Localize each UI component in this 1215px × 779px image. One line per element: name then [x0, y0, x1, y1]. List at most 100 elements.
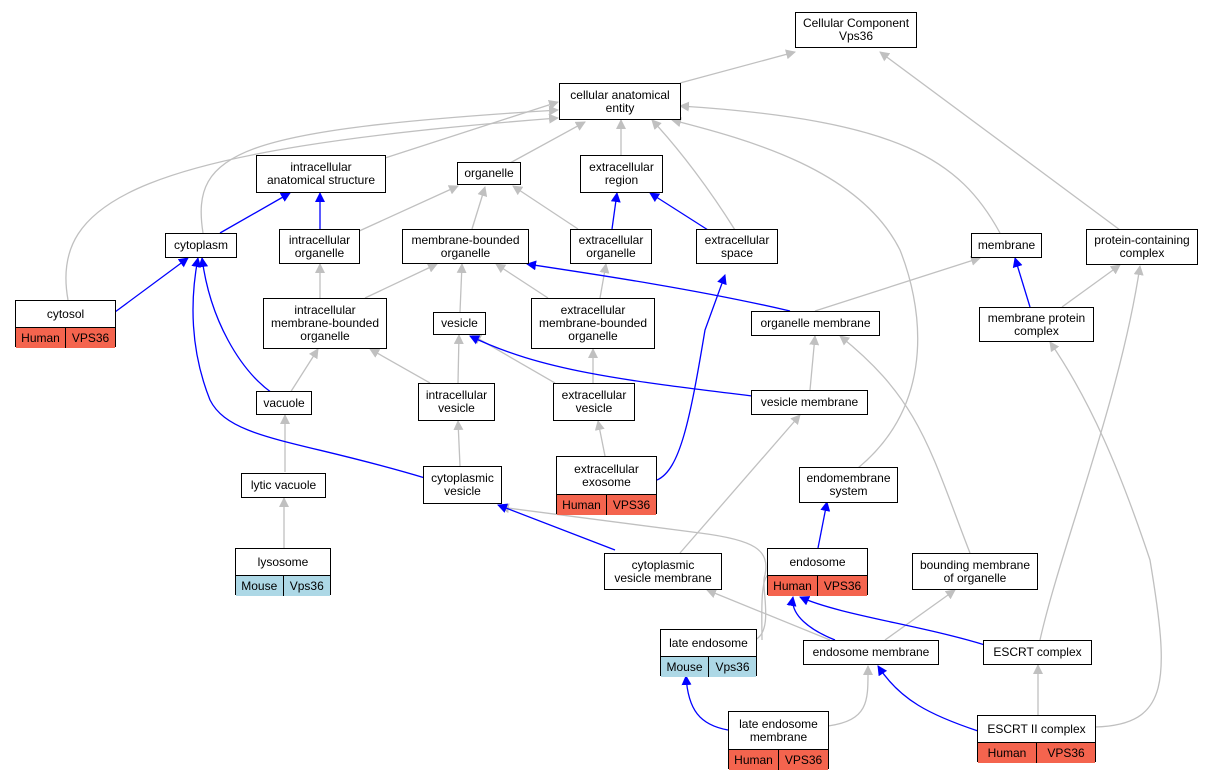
node-label: vesicle membrane: [760, 395, 859, 409]
annotation-gene: VPS36: [65, 328, 115, 348]
node-escrt[interactable]: ESCRT complex: [983, 640, 1092, 665]
node-pcc[interactable]: protein-containing complex: [1086, 229, 1198, 265]
edge-pcc-root: [879, 51, 1121, 231]
annotation-species: Mouse: [236, 576, 283, 596]
node-label: lysosome: [257, 554, 309, 569]
node-io[interactable]: intracellular organelle: [279, 229, 360, 264]
node-label: cytosol: [46, 306, 85, 321]
edge-om-mbo: [526, 260, 791, 312]
edge-cv-cytoplasm: [191, 257, 426, 479]
node-label: bounding membrane of organelle: [919, 557, 1031, 585]
edge-es-cae: [651, 119, 736, 231]
node-vm[interactable]: vesicle membrane: [751, 390, 868, 415]
node-label: extracellular organelle: [578, 232, 644, 260]
node-root[interactable]: Cellular Component Vps36: [795, 12, 917, 48]
node-label: late endosome: [669, 635, 748, 650]
node-label: membrane protein complex: [987, 310, 1086, 338]
node-organelle[interactable]: organelle: [457, 162, 521, 185]
node-eo[interactable]: extracellular organelle: [570, 229, 652, 264]
node-vesicle[interactable]: vesicle: [433, 312, 486, 335]
edge-cvm-cv: [497, 503, 616, 551]
edge-escrt2-mpc: [1049, 341, 1162, 728]
annotation-species: Human: [978, 743, 1036, 763]
node-bmo[interactable]: bounding membrane of organelle: [912, 553, 1038, 590]
node-label: organelle: [464, 166, 514, 180]
node-label: intracellular anatomical structure: [266, 160, 376, 187]
annotation-gene: Vps36: [282, 576, 330, 596]
edge-escrt-pcc: [1039, 265, 1144, 641]
node-cvm[interactable]: cytoplasmic vesicle membrane: [604, 553, 722, 590]
edge-cvm-vm: [679, 414, 801, 554]
edge-le-cv: [499, 503, 767, 641]
node-label: intracellular membrane-bounded organelle: [270, 303, 380, 343]
node-label: extracellular vesicle: [561, 388, 627, 415]
node-mbo[interactable]: membrane-bounded organelle: [402, 229, 529, 264]
edge-em-endosome: [786, 596, 836, 641]
node-label: ESCRT II complex: [987, 721, 1086, 736]
node-label: membrane-bounded organelle: [411, 232, 520, 260]
node-label: cytoplasm: [173, 238, 229, 252]
node-label: lytic vacuole: [250, 478, 317, 492]
node-ev[interactable]: extracellular vesicle: [553, 383, 635, 421]
annotation-species: Human: [557, 495, 606, 515]
node-label: cytoplasmic vesicle membrane: [614, 557, 712, 585]
edge-membrane-cae: [679, 101, 1001, 234]
node-cae[interactable]: cellular anatomical entity: [559, 83, 681, 120]
edge-cytoplasm-cae: [200, 105, 559, 234]
annotation-gene: VPS36: [606, 495, 656, 515]
node-embo[interactable]: extracellular membrane-bounded organelle: [531, 298, 655, 349]
edge-organelle-cae: [509, 121, 586, 164]
node-label: ESCRT complex: [993, 645, 1082, 659]
node-label: endosome membrane: [812, 645, 930, 659]
node-label: membrane: [977, 238, 1036, 252]
node-es[interactable]: extracellular space: [696, 229, 778, 264]
node-label: extracellular membrane-bounded organelle: [538, 303, 648, 343]
annotation-gene: VPS36: [1036, 743, 1095, 763]
node-label: vacuole: [263, 395, 305, 410]
node-label: intracellular organelle: [288, 232, 351, 260]
node-imbo[interactable]: intracellular membrane-bounded organelle: [263, 298, 387, 349]
edge-embo-mbo: [495, 263, 549, 299]
node-ecr[interactable]: extracellular region: [580, 155, 663, 193]
annotation-gene: VPS36: [817, 576, 867, 596]
edge-embo-eo: [599, 263, 610, 299]
node-label: protein-containing complex: [1094, 233, 1190, 260]
node-iv[interactable]: intracellular vesicle: [418, 383, 495, 421]
node-membrane[interactable]: membrane: [971, 233, 1042, 258]
edge-vesicle-mbo: [456, 263, 467, 313]
node-vacuole[interactable]: vacuole: [256, 391, 312, 415]
node-em[interactable]: endosome membrane: [803, 640, 939, 665]
node-label: endosome: [789, 554, 846, 569]
edge-escrt-endosome: [799, 596, 986, 646]
edge-em-cvm: [706, 588, 831, 641]
node-label: Cellular Component Vps36: [802, 16, 910, 43]
edge-lem-em: [827, 665, 874, 727]
node-cytoplasm[interactable]: cytoplasm: [165, 233, 237, 258]
node-mpc[interactable]: membrane protein complex: [979, 307, 1094, 342]
node-cv[interactable]: cytoplasmic vesicle: [423, 466, 502, 504]
node-lv[interactable]: lytic vacuole: [241, 473, 326, 498]
annotation-gene: Vps36: [708, 657, 756, 677]
edge-em-bmo: [884, 589, 956, 641]
annotation-species: Human: [16, 328, 65, 348]
edge-cytosol-cytoplasm: [114, 257, 189, 313]
node-ias[interactable]: intracellular anatomical structure: [256, 155, 386, 193]
edge-cytosol-cae: [65, 113, 559, 301]
edge-om-membrane: [814, 255, 981, 312]
node-ems[interactable]: endomembrane system: [799, 467, 898, 503]
edge-mpc-membrane: [1012, 257, 1031, 308]
node-label: endomembrane system: [806, 471, 891, 498]
node-om[interactable]: organelle membrane: [751, 311, 880, 336]
